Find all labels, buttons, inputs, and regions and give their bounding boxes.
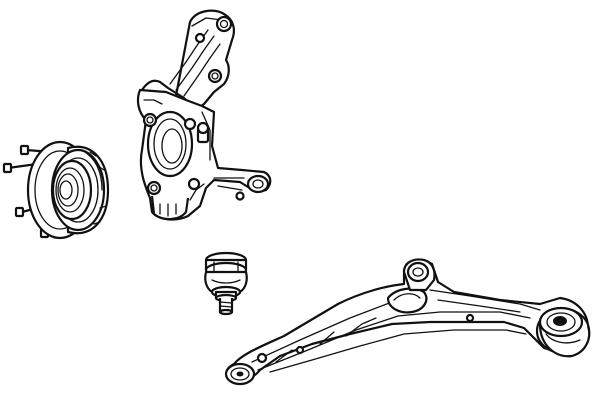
ball-joint-icon xyxy=(204,251,248,316)
control-arm-icon xyxy=(224,258,591,386)
knuckle-icon xyxy=(136,9,272,221)
wheel-hub-icon xyxy=(2,140,110,240)
